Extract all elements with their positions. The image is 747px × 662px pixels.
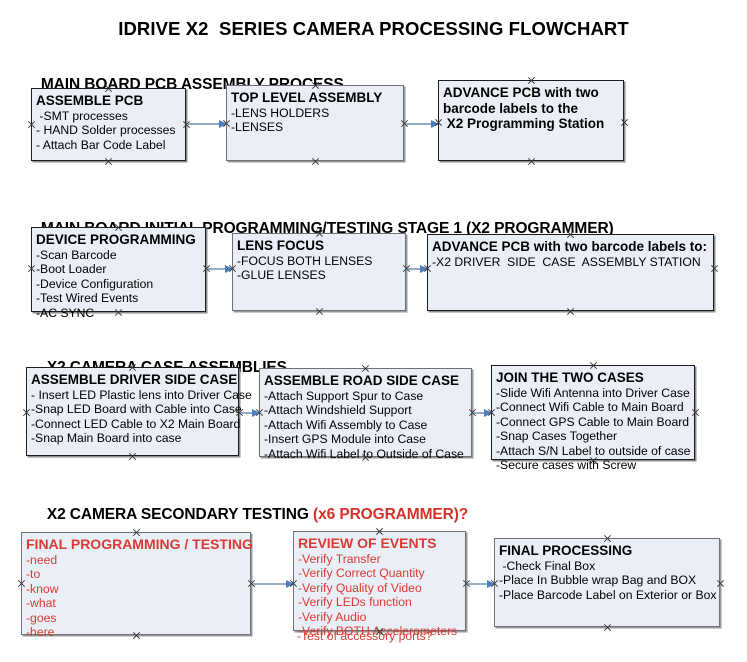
box-title: LENS FOCUS (237, 238, 325, 253)
box-title: ASSEMBLE DRIVER SIDE CASE (31, 372, 238, 387)
box-line: -Place Barcode Label on Exterior or Box (499, 587, 717, 602)
section-header-text: X2 CAMERA SECONDARY TESTING (46, 506, 314, 523)
box-line: -Insert GPS Module into Case (264, 432, 426, 447)
connector-arrow (468, 580, 495, 588)
box-line: -Verify Correct Quantity (298, 566, 425, 581)
box-line: -Connect GPS Cable to Main Board (496, 414, 690, 429)
connector-arrow (208, 265, 233, 273)
box-line: -Attach S/N Label to outside of case (496, 443, 691, 458)
box-line: -Place In Bubble wrap Bag and BOX (499, 573, 697, 588)
box-line: -Verify BOTH Accelerometers (298, 624, 458, 639)
box-line: -Check Final Box (499, 558, 596, 573)
box-title: ADVANCE PCB with two (443, 85, 599, 100)
box-title: REVIEW OF EVENTS (298, 535, 437, 551)
connector-arrow (474, 409, 492, 417)
box-line: X2 Programming Station (443, 116, 605, 131)
box-line: -Connect Wifi Cable to Main Board (496, 400, 684, 415)
box-line: -here (26, 625, 55, 640)
box-title: FINAL PROCESSING (499, 543, 633, 558)
box-line: -know (26, 581, 59, 596)
section-header-accent-text: (x6 PROGRAMMER)? (313, 506, 469, 523)
box-join-the-two-cases[interactable]: JOIN THE TWO CASES -Slide Wifi Antenna i… (491, 365, 695, 472)
box-device-programming[interactable]: DEVICE PROGRAMMING -Scan Barcode -Boot L… (31, 227, 206, 320)
box-overflow-line: -Test of accessory ports? (297, 629, 433, 643)
box-line: -goes (26, 610, 57, 625)
connector-arrow (188, 120, 227, 128)
box-line: -GLUE LENSES (237, 268, 326, 283)
box-line: -Snap Main Board into case (31, 431, 182, 446)
box-lens-focus[interactable]: LENS FOCUS -FOCUS BOTH LENSES -GLUE LENS… (232, 233, 406, 311)
box-line: -Verify Audio (298, 609, 367, 624)
box-line: - Attach Bar Code Label (36, 137, 166, 152)
box-line: -X2 DRIVER SIDE CASE ASSEMBLY STATION (432, 254, 701, 269)
box-line: -to (26, 567, 41, 582)
connector-arrow (253, 580, 294, 588)
box-top-level-assembly[interactable]: TOP LEVEL ASSEMBLY -LENS HOLDERS -LENSES (226, 85, 404, 161)
box-final-programming-testing[interactable]: FINAL PROGRAMMING / TESTING -need -to -k… (21, 532, 253, 639)
page-title: IDRIVE X2 SERIES CAMERA PROCESSING FLOWC… (118, 18, 629, 39)
box-line: -Attach Wifi Assembly to Case (264, 417, 428, 432)
box-assemble-pcb[interactable]: ASSEMBLE PCB -SMT processes - HAND Solde… (31, 88, 186, 161)
box-line: -FOCUS BOTH LENSES (237, 253, 373, 268)
box-line: -what (26, 596, 56, 611)
box-line: -Verify Transfer (298, 551, 381, 566)
box-line: -Boot Loader (36, 262, 107, 277)
connector-arrow (406, 120, 439, 128)
box-line: -Scan Barcode (36, 247, 117, 262)
box-line: -LENSES (231, 120, 284, 135)
box-line: -Snap LED Board with Cable into Case (31, 402, 242, 417)
box-line: -Test Wired Events (36, 291, 139, 306)
box-line: - HAND Solder processes (36, 123, 176, 138)
box-line: -SMT processes (36, 108, 128, 123)
box-line: - Insert LED Plastic lens into Driver Ca… (31, 387, 252, 402)
box-line: -Attach Windshield Support (264, 403, 412, 418)
box-title: ASSEMBLE ROAD SIDE CASE (264, 373, 460, 388)
connector-arrow (408, 265, 428, 273)
box-line: -Slide Wifi Antenna into Driver Case (496, 385, 690, 400)
box-line: -Snap Cases Together (496, 429, 618, 444)
box-line: -AC SYNC (36, 305, 95, 320)
box-line: -Device Configuration (36, 276, 154, 291)
box-title: FINAL PROGRAMMING / TESTING (26, 536, 253, 552)
box-line: -Verify LEDs function (298, 595, 412, 610)
box-title: TOP LEVEL ASSEMBLY (231, 90, 383, 105)
box-title: DEVICE PROGRAMMING (36, 232, 196, 247)
connector-arrow (241, 409, 260, 417)
box-advance-pcb-to-driver-side-case[interactable]: ADVANCE PCB with two barcode labels to: … (427, 234, 714, 311)
box-line: -Attach Support Spur to Case (264, 388, 424, 403)
box-title: ADVANCE PCB with two barcode labels to: (432, 239, 708, 254)
box-assemble-road-side-case[interactable]: ASSEMBLE ROAD SIDE CASE -Attach Support … (259, 368, 472, 461)
box-line: -LENS HOLDERS (231, 105, 330, 120)
section-header-x2-camera-secondary-testing: X2 CAMERA SECONDARY TESTING (x6 PROGRAMM… (30, 488, 468, 542)
box-review-of-events[interactable]: REVIEW OF EVENTS -Verify Transfer -Verif… (293, 531, 466, 638)
box-final-processing[interactable]: FINAL PROCESSING -Check Final Box -Place… (494, 538, 720, 627)
box-line: -Verify Quality of Video (298, 580, 422, 595)
box-title: JOIN THE TWO CASES (496, 370, 644, 385)
box-line: -Connect LED Cable to X2 Main Board (31, 416, 241, 431)
box-line: -Attach Wifi Label to Outside of Case (264, 446, 464, 461)
box-line: barcode labels to the (443, 100, 579, 116)
box-title: ASSEMBLE PCB (36, 93, 144, 108)
box-line: -need (26, 552, 58, 567)
box-assemble-driver-side-case[interactable]: ASSEMBLE DRIVER SIDE CASE - Insert LED P… (26, 367, 252, 456)
box-advance-pcb-to-programming-station[interactable]: ADVANCE PCB with two barcode labels to t… (438, 80, 624, 161)
box-line: -Secure cases with Screw (496, 458, 637, 473)
